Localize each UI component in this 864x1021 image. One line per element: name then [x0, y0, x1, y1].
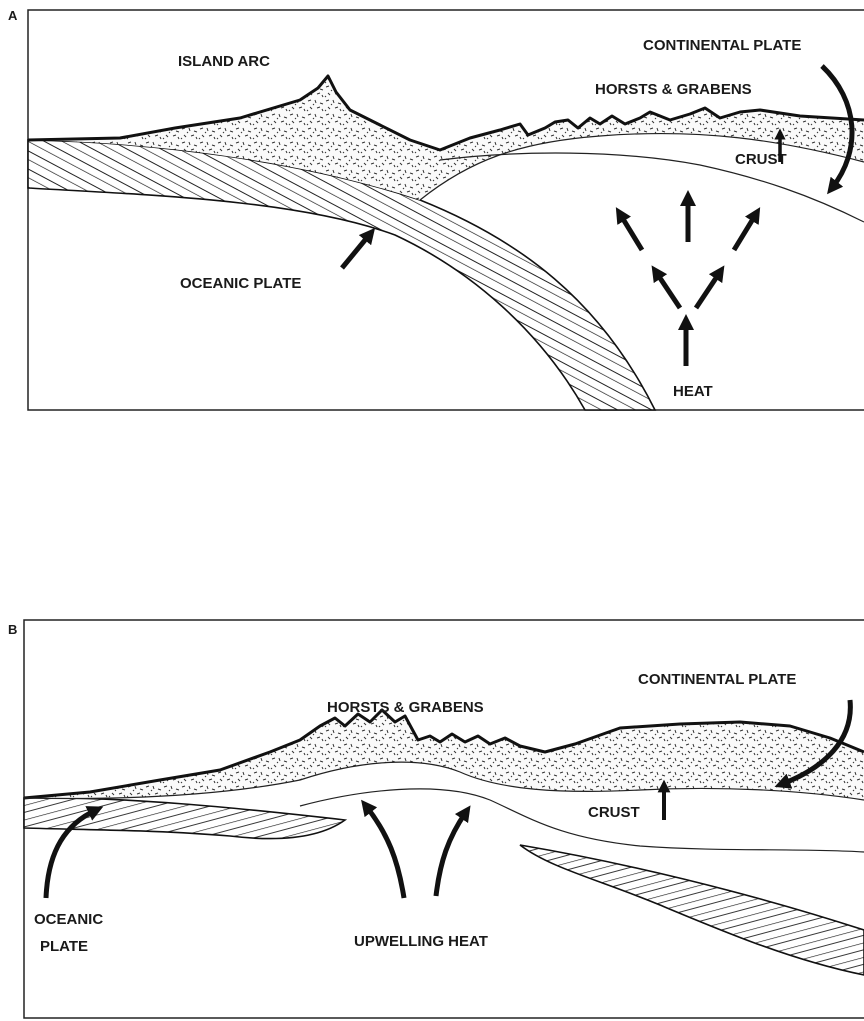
oceanic-plate-arrow-a: [342, 234, 370, 268]
label-continental-plate-b: CONTINENTAL PLATE: [638, 671, 796, 688]
label-horsts-grabens-a: HORSTS & GRABENS: [595, 81, 752, 98]
label-crust-b: CRUST: [588, 804, 640, 821]
label-heat: HEAT: [673, 383, 713, 400]
panel-a-oceanic-slab: [28, 140, 655, 410]
panel-a-letter: A: [8, 8, 18, 23]
upwelling-heat-arrow-right: [436, 812, 466, 896]
heat-arrow-mid-left: [656, 272, 680, 308]
heat-arrow-top-left: [620, 214, 642, 250]
label-oceanic-plate-b-line2: PLATE: [40, 938, 88, 955]
label-oceanic-plate-a: OCEANIC PLATE: [180, 275, 301, 292]
panel-b-letter: B: [8, 622, 17, 637]
upwelling-heat-arrow-left: [366, 806, 404, 898]
panel-a-lithosphere-base: [440, 153, 864, 222]
panel-a-frame: [28, 10, 864, 410]
heat-arrow-top-right: [734, 214, 756, 250]
label-island-arc: ISLAND ARC: [178, 53, 270, 70]
heat-arrow-mid-right: [696, 272, 720, 308]
panel-b-oceanic-slab-right: [520, 845, 864, 975]
label-oceanic-plate-b-line1: OCEANIC: [34, 911, 103, 928]
panel-a: A ISLAND ARC CONTINENTAL PLATE HORSTS & …: [8, 8, 864, 410]
label-upwelling-heat: UPWELLING HEAT: [354, 933, 488, 950]
label-horsts-grabens-b: HORSTS & GRABENS: [327, 699, 484, 716]
panel-b: B CONTINENTAL PLATE HORSTS & GRABENS CRU…: [8, 620, 864, 1018]
panel-b-oceanic-slab-left: [24, 798, 345, 839]
panel-b-lithosphere-base: [300, 789, 864, 852]
label-continental-plate-a: CONTINENTAL PLATE: [643, 37, 801, 54]
